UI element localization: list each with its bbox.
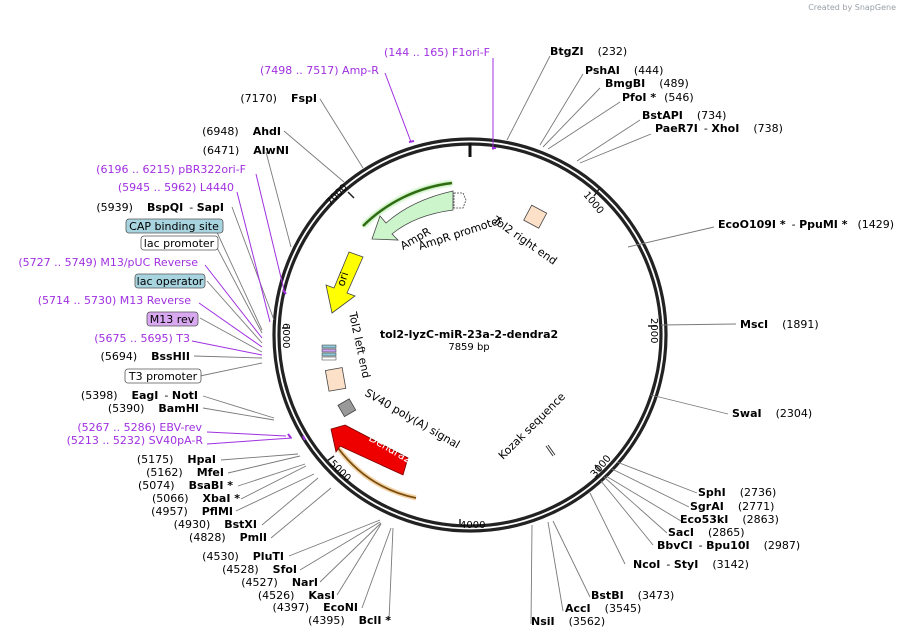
ampr-arrow: [371, 190, 454, 241]
snapgene-watermark: Created by SnapGene: [808, 3, 896, 12]
site-ahdi[interactable]: (6948)AhdI: [202, 125, 281, 138]
kozak-label: Kozak sequence: [496, 390, 568, 462]
site-sgrai[interactable]: SgrAI(2771): [690, 500, 774, 513]
site-swai[interactable]: SwaI(2304): [732, 407, 812, 420]
backbone-outer: [272, 137, 668, 533]
cap-binding-box[interactable]: [125, 218, 224, 234]
site-eagi-noti[interactable]: (5398)EagI- NotI: [81, 389, 198, 402]
site-bstxi[interactable]: (4930)BstXI: [174, 518, 257, 531]
site-bcli[interactable]: (4395)BclI *: [308, 614, 391, 627]
site-bmgbi[interactable]: BmgBI(489): [605, 77, 689, 90]
site-xbai[interactable]: (5066)XbaI *: [152, 492, 240, 505]
site-pshai[interactable]: PshAI(444): [585, 64, 663, 77]
site-ncoi-styi[interactable]: NcoI- StyI(3142): [633, 558, 749, 571]
m13-rev-box[interactable]: [146, 311, 199, 327]
site-nari[interactable]: (4527)NarI: [241, 576, 318, 589]
ampr-promoter-arrow: [453, 192, 467, 209]
primer-ampr-label[interactable]: (7498 .. 7517) Amp-R: [260, 64, 379, 77]
tol2-right-label: Tol2 right end: [489, 213, 559, 267]
dendra2-primer-line: [337, 447, 417, 499]
primer-ticks: [282, 140, 496, 441]
site-nsii[interactable]: NsiI(3562): [531, 615, 605, 628]
site-hpai[interactable]: (5175)HpaI: [137, 453, 216, 466]
tick-4000: 4000: [460, 520, 485, 531]
plasmid-title: tol2-lyzC-miR-23a-2-dendra2: [380, 328, 558, 341]
tick-2000: 2000: [648, 318, 659, 343]
cap-binding-label: CAP binding site: [129, 220, 219, 233]
t3-promoter-box[interactable]: [124, 368, 202, 384]
lac-promoter-box[interactable]: [140, 235, 219, 251]
site-saci[interactable]: SacI(2865): [668, 526, 745, 539]
tick-1000: 1000: [581, 190, 606, 217]
site-msci[interactable]: MscI(1891): [740, 318, 819, 331]
dendra2-arrow: [330, 424, 409, 476]
site-acci[interactable]: AccI(3545): [565, 602, 641, 615]
lac-region-marks: [321, 344, 337, 361]
site-mfei[interactable]: (5162)MfeI: [146, 466, 224, 479]
tick-7000: 7000: [324, 182, 350, 208]
ori-label: ori: [334, 270, 351, 288]
primer-sv40pa-label[interactable]: (5213 .. 5232) SV40pA-R: [67, 434, 204, 447]
sv40-polya-box: [337, 398, 357, 418]
site-bamhi[interactable]: (5390)BamHI: [108, 402, 199, 415]
site-econi[interactable]: (4397)EcoNI: [273, 601, 358, 614]
primer-t3-label[interactable]: (5675 .. 5695) T3: [94, 332, 190, 345]
tick-6000: 6000: [280, 323, 291, 348]
site-bsshii[interactable]: (5694)BssHII: [101, 350, 190, 363]
site-eco0109i-ppumi[interactable]: EcoO109I *- PpuMI *(1429): [718, 218, 894, 231]
site-pluti[interactable]: (4530)PluTI: [202, 550, 284, 563]
ori-arrow: [325, 251, 364, 314]
primer-l4440-label[interactable]: (5945 .. 5962) L4440: [118, 181, 234, 194]
site-fspi[interactable]: (7170)FspI: [240, 92, 317, 105]
t3-promoter-label: T3 promoter: [128, 370, 198, 383]
tick-marks: [282, 188, 657, 527]
ampr-primer-line: [362, 181, 453, 227]
site-pfoi[interactable]: PfoI *(546): [622, 91, 694, 104]
site-btgzi[interactable]: BtgZI(232): [550, 45, 627, 58]
primer-pbr322-label[interactable]: (6196 .. 6215) pBR322ori-F: [96, 163, 246, 176]
site-pmli[interactable]: (4828)PmlI: [189, 531, 267, 544]
primer-m13rev-label[interactable]: (5714 .. 5730) M13 Reverse: [38, 294, 191, 307]
site-bsabi[interactable]: (5074)BsaBI *: [138, 479, 233, 492]
site-bstbi[interactable]: BstBI(3473): [591, 589, 674, 602]
lac-operator-box[interactable]: [134, 273, 206, 289]
primer-ebv-label[interactable]: (5267 .. 5286) EBV-rev: [77, 421, 202, 434]
primer-m13puc-label[interactable]: (5727 .. 5749) M13/pUC Reverse: [18, 256, 198, 269]
site-bbvci-bpu10i[interactable]: BbvCI- Bpu10I(2987): [657, 539, 800, 552]
site-eco53ki[interactable]: Eco53kI(2863): [680, 513, 779, 526]
site-sfoi[interactable]: (4528)SfoI: [222, 563, 297, 576]
site-kasi[interactable]: (4526)KasI: [258, 589, 335, 602]
site-bstapi[interactable]: BstAPI(734): [642, 109, 726, 122]
tol2-right-box: [523, 204, 548, 229]
tol2-left-box: [324, 367, 347, 392]
primer-leader-lines: [191, 58, 494, 445]
lac-promoter-label: lac promoter: [144, 237, 215, 250]
site-sphi[interactable]: SphI(2736): [698, 486, 776, 499]
right-leader-lines: [506, 55, 737, 625]
left-leader-lines: [193, 98, 394, 621]
primer-f1ori-label[interactable]: (144 .. 165) F1ori-F: [384, 46, 490, 59]
tol2-left-label: Tol2 left end: [346, 310, 373, 379]
site-alwni[interactable]: (6471)AlwNI: [203, 144, 289, 157]
kozak-mark: [545, 445, 554, 457]
site-pflmi[interactable]: (4957)PflMI: [151, 505, 233, 518]
m13-rev-label: M13 rev: [150, 313, 195, 326]
plasmid-length: 7859 bp: [448, 342, 489, 353]
lac-operator-label: lac operator: [137, 275, 204, 288]
site-bspqi-sapi[interactable]: (5939)BspQI- SapI: [96, 201, 224, 214]
site-paer7i-xhoi[interactable]: PaeR7I- XhoI(738): [655, 122, 783, 135]
